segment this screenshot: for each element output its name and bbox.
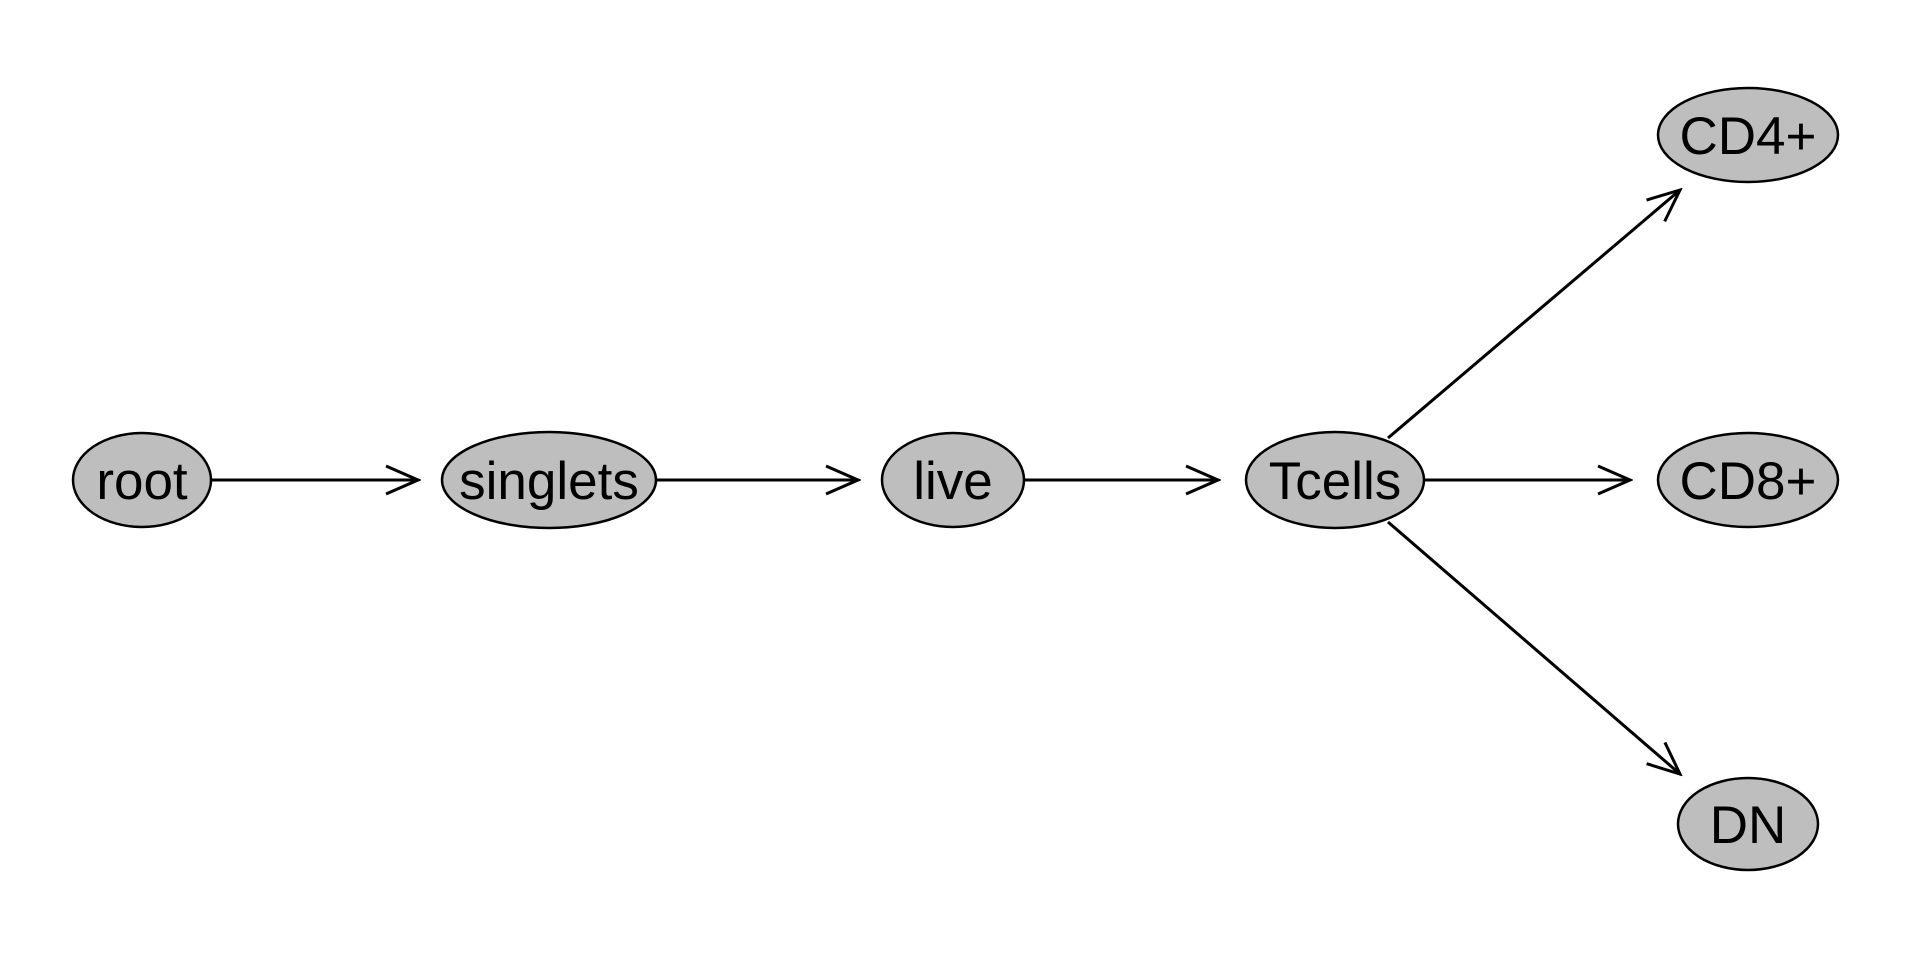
- node-label-singlets: singlets: [459, 452, 639, 511]
- node-CD4plus: CD4+: [1656, 86, 1840, 184]
- node-ellipse-CD4plus: [1656, 86, 1840, 184]
- node-Tcells: Tcells: [1244, 430, 1426, 530]
- node-DN: DN: [1676, 776, 1820, 872]
- node-ellipse-live: [880, 431, 1026, 529]
- node-CD8plus: CD8+: [1656, 431, 1840, 529]
- node-label-CD4plus: CD4+: [1680, 107, 1817, 166]
- node-label-CD8plus: CD8+: [1680, 452, 1817, 511]
- node-label-Tcells: Tcells: [1269, 452, 1402, 511]
- node-live: live: [880, 431, 1026, 529]
- node-singlets: singlets: [440, 430, 658, 530]
- node-label-DN: DN: [1710, 796, 1787, 855]
- node-ellipse-singlets: [440, 430, 658, 530]
- edge-Tcells-to-CD4plus: [1387, 190, 1680, 440]
- node-ellipse-root: [71, 431, 213, 529]
- node-ellipse-DN: [1676, 776, 1820, 872]
- node-ellipse-Tcells: [1244, 430, 1426, 530]
- node-ellipse-CD8plus: [1656, 431, 1840, 529]
- node-label-root: root: [96, 452, 188, 511]
- node-label-live: live: [913, 452, 993, 511]
- node-root: root: [71, 431, 213, 529]
- edge-Tcells-to-DN: [1387, 520, 1680, 774]
